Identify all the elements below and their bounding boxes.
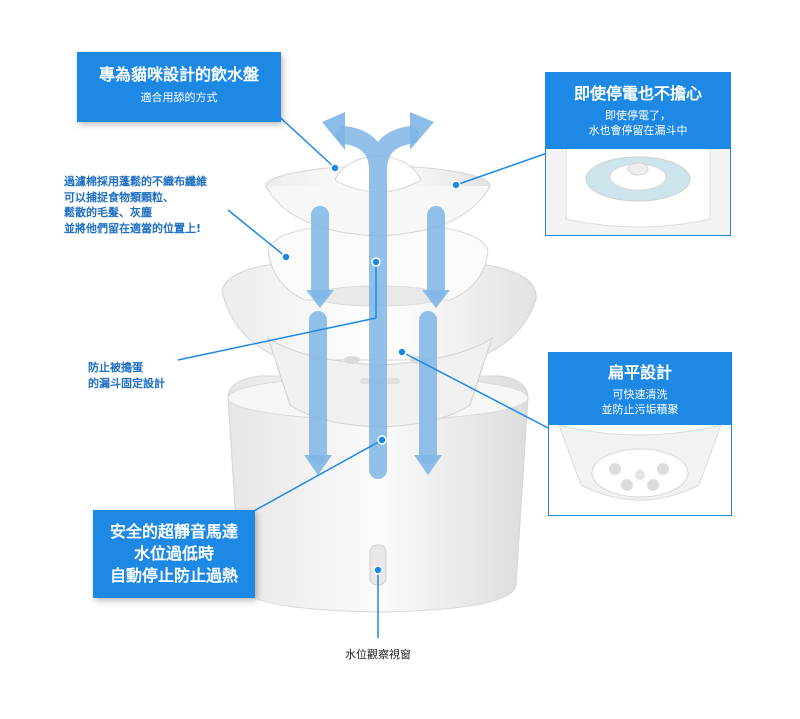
callout-power-outage-title: 即使停電也不擔心	[573, 84, 702, 103]
anti-tamper-line: 防止被搗蛋	[88, 361, 143, 374]
callout-flat-design-title: 扁平設計	[607, 363, 672, 382]
motor-line: 水位過低時	[133, 544, 214, 563]
leader-lines	[177, 109, 557, 638]
callout-cat-dish-subtitle: 適合用舔的方式	[140, 91, 218, 104]
filter-line: 過濾棉採用蓬鬆的不織布纖維	[64, 175, 207, 188]
callout-cat-dish-title: 專為貓咪設計的飲水盤	[98, 65, 259, 84]
callout-power-outage: 即使停電也不擔心 即使停電了， 水也會停留在漏斗中	[546, 73, 730, 149]
power-outage-line: 即使停電了，	[605, 109, 671, 122]
callout-flat-design: 扁平設計 可快速清洗 並防止污垢積聚	[549, 353, 731, 425]
filter-line: 並將他們留在適當的位置上!	[64, 221, 202, 235]
flat-design-line: 可快速清洗	[612, 388, 668, 401]
water-flow-arrows	[309, 126, 445, 479]
anti-tamper-line: 的漏斗固定設計	[88, 376, 165, 390]
callout-cat-dish: 專為貓咪設計的飲水盤 適合用舔的方式	[77, 52, 281, 122]
callout-filter: 過濾棉採用蓬鬆的不織布纖維 可以捕捉食物類顆粒、 鬆散的毛髮、灰塵 並將他們留在…	[64, 174, 274, 236]
filter-line: 可以捕捉食物類顆粒、	[64, 190, 174, 204]
callout-flat-design-panel: 扁平設計 可快速清洗 並防止污垢積聚	[548, 352, 732, 516]
flow-arrowheads	[304, 112, 450, 475]
power-outage-line: 水也會停留在漏斗中	[588, 124, 688, 137]
funnel-closeup-photo	[546, 149, 730, 235]
callout-power-outage-panel: 即使停電也不擔心 即使停電了， 水也會停留在漏斗中	[545, 72, 731, 236]
bowl-bottom-photo	[549, 425, 731, 515]
callout-motor: 安全的超靜音馬達 水位過低時 自動停止防止過熱	[93, 510, 255, 598]
filter-line: 鬆散的毛髮、灰塵	[64, 206, 152, 219]
flat-design-line: 並防止污垢積聚	[601, 403, 679, 416]
motor-line: 自動停止防止過熱	[109, 566, 238, 585]
leader-dots	[281, 163, 461, 575]
callout-anti-tamper: 防止被搗蛋 的漏斗固定設計	[88, 360, 228, 391]
callout-water-window: 水位觀察視窗	[345, 648, 411, 661]
motor-line: 安全的超靜音馬達	[109, 522, 238, 541]
